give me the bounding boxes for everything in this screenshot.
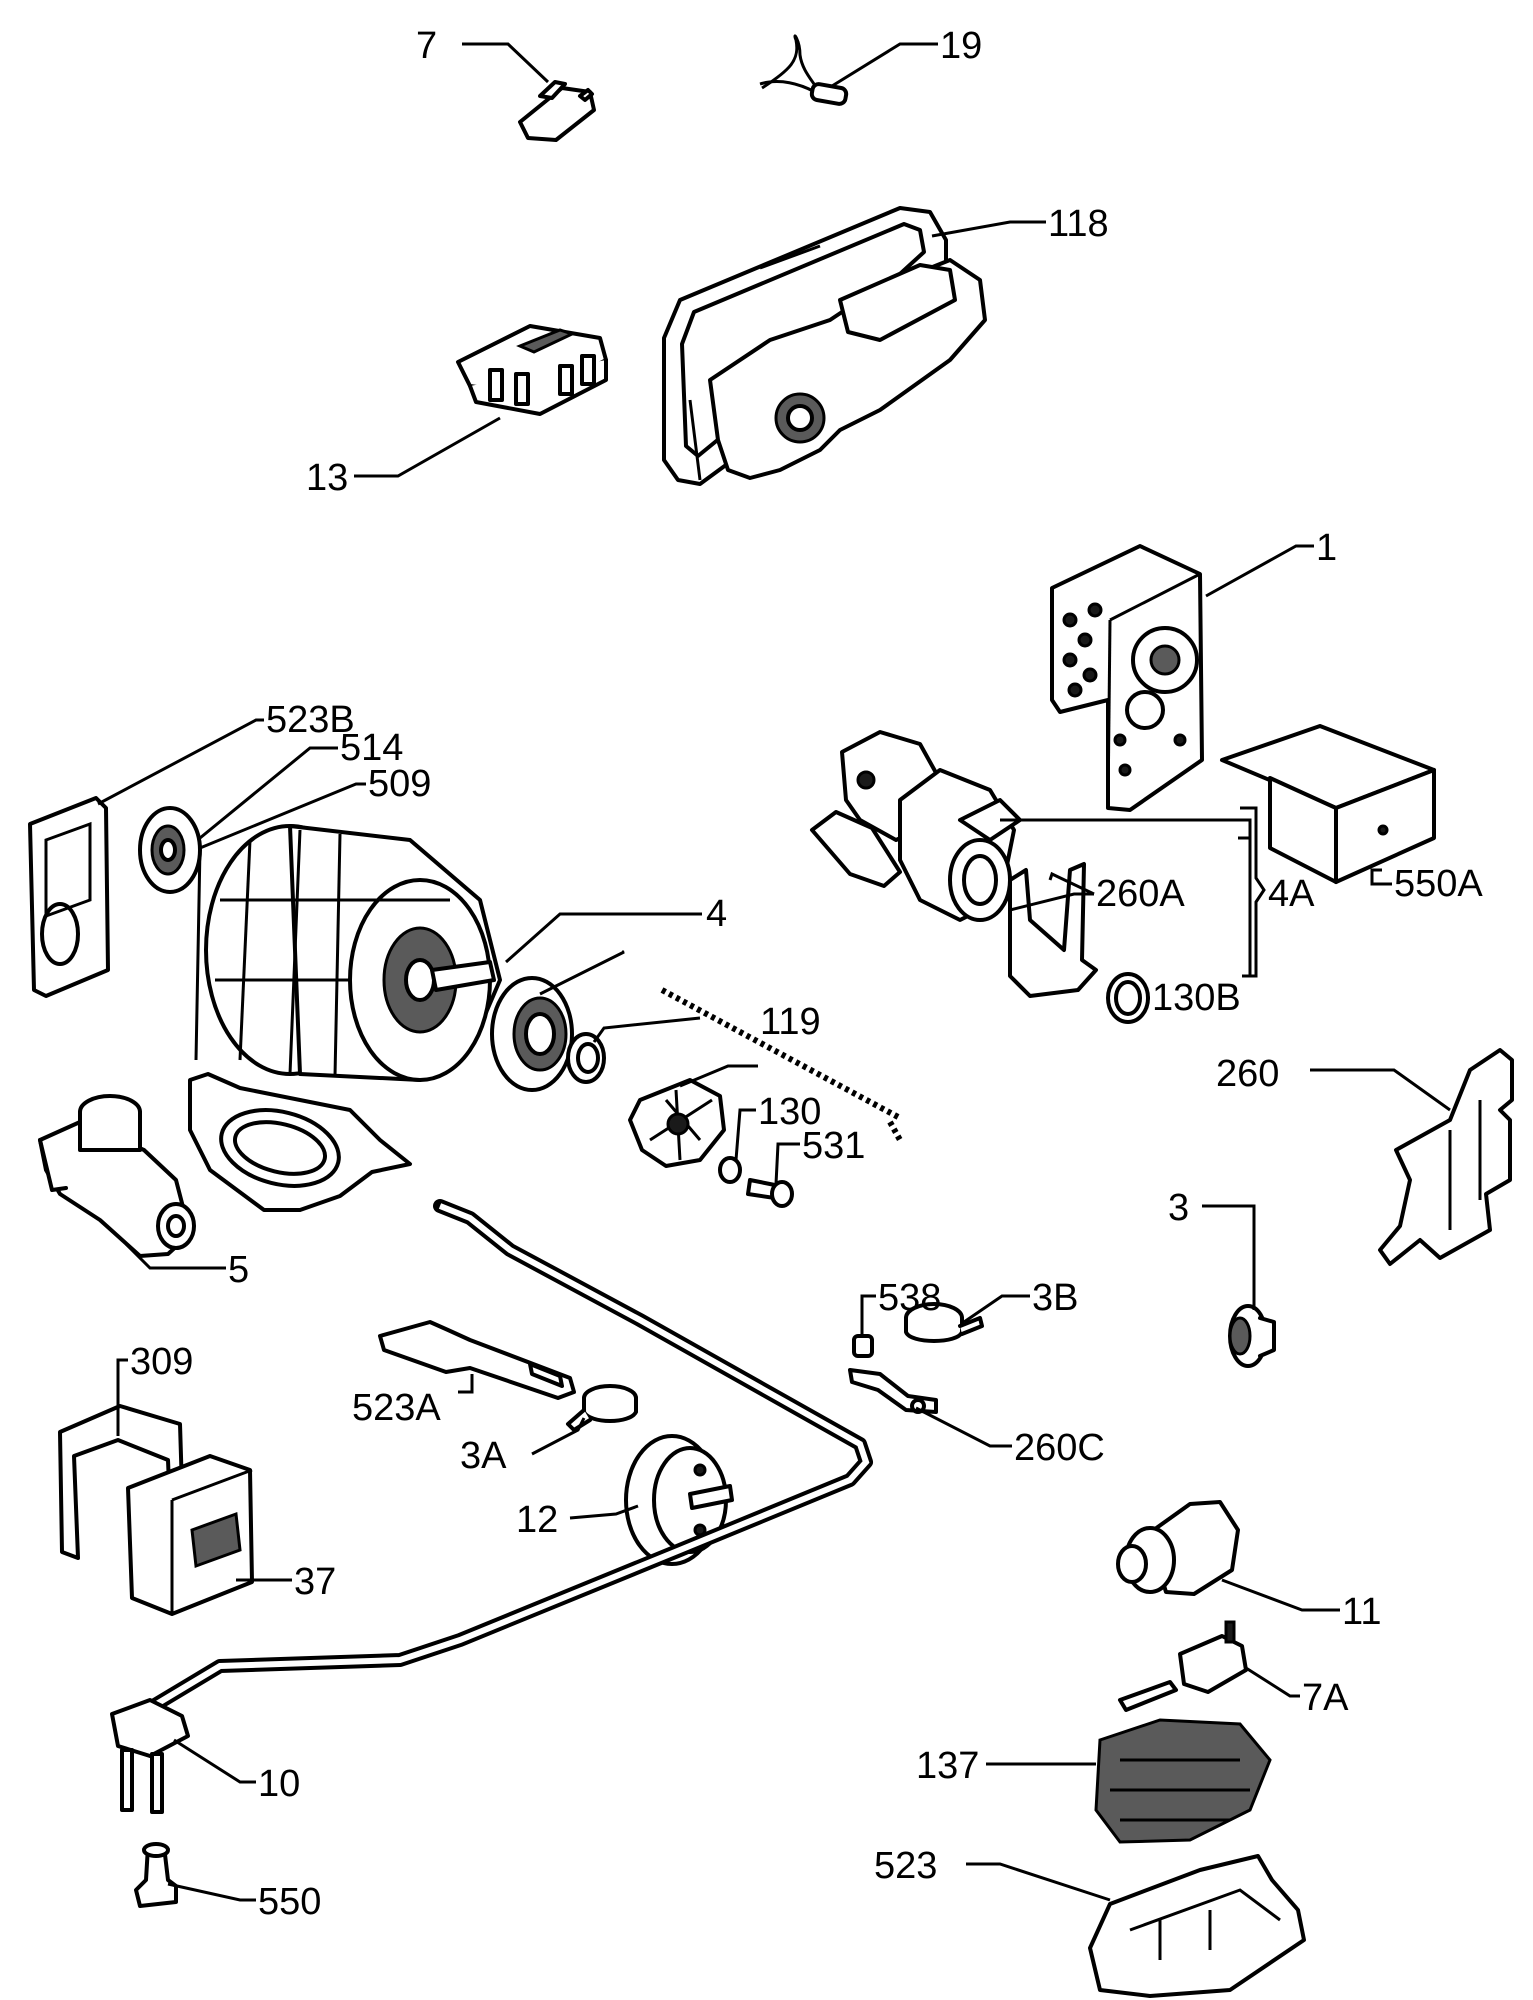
label-10: 10 [258,1763,300,1805]
part-550a-cover [1220,724,1436,884]
label-130b: 130B [1152,977,1241,1019]
label-509: 509 [368,763,431,805]
part-7-switch [518,80,596,142]
label-3a: 3A [460,1435,507,1477]
part-37-module [126,1454,254,1616]
part-1-timer [1050,544,1204,812]
part-119-strip [660,987,903,1142]
label-550: 550 [258,1881,321,1923]
part-130-washer [718,1156,742,1184]
part-260a-bracket [1008,862,1098,998]
label-7a: 7A [1302,1677,1349,1719]
label-523: 523 [874,1845,937,1887]
label-550a: 550A [1394,863,1483,905]
part-538-cap [852,1334,874,1358]
part-10-heating-element [110,1199,873,1814]
label-523a: 523A [352,1387,441,1429]
part-260c-clip [848,1368,938,1414]
part-509-base-plate [188,1072,412,1212]
part-130b-seal [1106,972,1150,1024]
label-19: 19 [940,25,982,67]
label-12: 12 [516,1499,558,1541]
label-523b: 523B [266,699,355,741]
part-3a-thermostat [566,1384,638,1432]
label-260a: 260A [1096,873,1185,915]
label-4: 4 [706,893,727,935]
part-12-pump [624,1434,734,1566]
part-531-screw [746,1178,794,1208]
part-309-frame [58,1404,186,1562]
label-5: 5 [228,1249,249,1291]
label-1: 1 [1316,527,1337,569]
label-531: 531 [802,1125,865,1167]
label-309: 309 [130,1341,193,1383]
label-119: 119 [760,1001,821,1043]
label-260c: 260C [1014,1427,1105,1469]
part-11-capacitor [1116,1500,1240,1596]
label-3: 3 [1168,1187,1189,1229]
label-137: 137 [916,1745,979,1787]
part-119-pump-assembly [490,976,726,1168]
bracket-4a-brace [1240,806,1266,978]
label-514: 514 [340,727,403,769]
label-118: 118 [1048,203,1109,245]
label-4a: 4A [1268,873,1315,915]
part-3b-thermostat [904,1302,984,1343]
part-13-switch-block [456,324,608,416]
part-514-bearing [138,806,202,894]
part-5-valve [38,1094,196,1258]
part-260-bracket [1378,1048,1514,1266]
part-550-grommet [134,1842,178,1908]
label-13: 13 [306,457,348,499]
part-523-housing [1088,1854,1306,1998]
part-7a-microswitch [1118,1620,1248,1712]
part-3-thermostat [1228,1304,1276,1368]
label-11: 11 [1342,1591,1381,1633]
part-4-motor [204,824,502,1082]
label-260: 260 [1216,1053,1279,1095]
leader-lines [97,42,1451,1902]
part-4a-valve-group [810,730,1022,922]
label-37: 37 [294,1561,336,1603]
label-3b: 3B [1032,1277,1078,1319]
part-118-dispenser [662,206,987,486]
part-523a-bracket [378,1320,576,1400]
label-7: 7 [416,25,437,67]
label-130: 130 [758,1091,821,1133]
part-19-sensor [759,34,849,106]
part-523b-plate [28,796,110,998]
callout-labels: 7 19 118 13 1 523B 514 509 4 260A 4A 550… [130,25,1483,1923]
part-137-filter [1094,1718,1272,1844]
label-538: 538 [878,1277,941,1319]
